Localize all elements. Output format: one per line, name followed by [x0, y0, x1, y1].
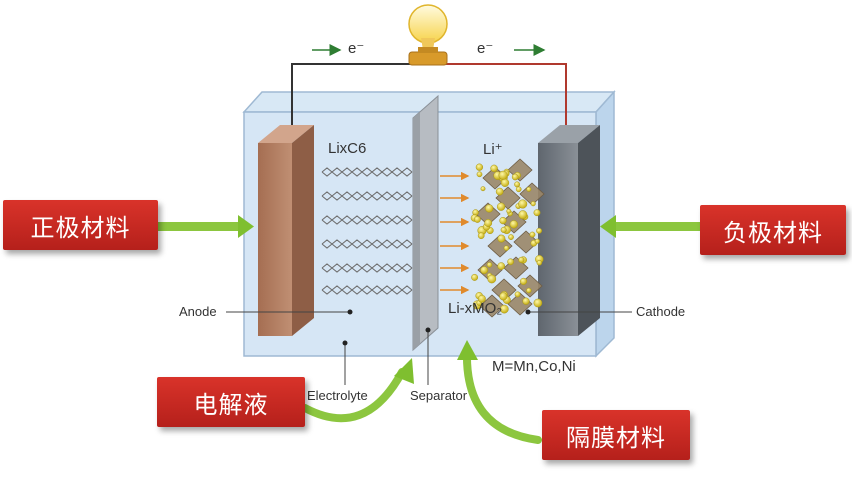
electrolyte-label: Electrolyte	[307, 388, 368, 403]
cathode-label: Cathode	[636, 304, 686, 319]
crystal-octahedron	[487, 234, 513, 258]
lithium-atom	[480, 186, 486, 192]
lithium-atom	[522, 297, 530, 305]
cathode-electrode	[538, 125, 600, 336]
li-xmo2-label: Li-xMO₂	[448, 300, 503, 317]
lithium-atom	[514, 291, 521, 298]
lixc6-label: LixC6	[328, 140, 367, 157]
wire-right	[446, 63, 567, 128]
anode-label: Anode	[179, 304, 217, 319]
crystal-octahedron	[479, 294, 505, 318]
lithium-atom	[473, 215, 481, 223]
lithium-atom	[475, 163, 484, 171]
graphite-layers	[321, 167, 413, 295]
lithium-atom	[530, 201, 536, 207]
lithium-atom	[529, 231, 536, 238]
separator-membrane	[412, 94, 439, 352]
negative-material-callout: 负极材料	[700, 205, 846, 255]
lithium-atom	[477, 232, 485, 240]
separator-material-callout: 隔膜材料	[542, 410, 690, 460]
lithium-atom	[518, 199, 528, 209]
green-arrow-right	[600, 215, 700, 238]
graphite-layer	[321, 215, 413, 225]
lithium-atom	[499, 292, 508, 301]
lithium-atom	[486, 262, 493, 268]
light-bulb-icon	[408, 4, 448, 66]
li-ion-arrows	[440, 171, 470, 295]
li-plus-label: Li⁺	[483, 141, 503, 158]
lithium-atom	[480, 266, 489, 275]
electrolyte-callout: 电解液	[157, 377, 305, 427]
electron-label-right: e⁻	[477, 40, 494, 57]
metal-formula-label: M=Mn,Co,Ni	[492, 358, 576, 375]
lithium-atom	[497, 234, 506, 243]
wire-left	[291, 63, 410, 128]
green-arrow-left	[158, 215, 254, 238]
lithium-atom	[484, 219, 493, 227]
separator-label: Separator	[410, 388, 468, 403]
lithium-atom	[511, 173, 519, 181]
lithium-atom	[500, 178, 510, 187]
lithium-atom	[471, 273, 479, 281]
lithium-atom	[533, 298, 543, 308]
positive-material-callout: 正极材料	[3, 200, 158, 250]
lithium-atom	[507, 258, 514, 266]
lithium-atom	[476, 171, 483, 178]
lithium-atom	[487, 274, 497, 284]
lithium-atom	[495, 187, 504, 196]
lithium-atom	[536, 260, 543, 266]
lithium-atom	[500, 226, 507, 233]
lithium-atom	[498, 170, 508, 180]
lithium-atom	[534, 238, 540, 244]
metal-oxide-crystal	[470, 158, 545, 318]
graphite-layer	[321, 167, 413, 177]
lithium-atom	[499, 216, 507, 225]
anode-electrode	[258, 125, 314, 336]
electron-label-left: e⁻	[348, 40, 365, 57]
lithium-atom	[506, 208, 512, 214]
lithium-atom	[518, 210, 528, 220]
graphite-layer	[321, 263, 413, 273]
lithium-atom	[514, 181, 521, 188]
lithium-atom	[496, 202, 506, 211]
lithium-atom	[499, 304, 509, 314]
lithium-atom	[485, 204, 494, 213]
graphite-layer	[321, 285, 413, 295]
lithium-atom	[497, 262, 506, 270]
green-arrow-electrolyte	[301, 358, 414, 423]
lithium-atom	[508, 234, 514, 240]
lithium-atom	[526, 186, 532, 192]
lithium-atom	[536, 227, 543, 234]
lithium-atom	[533, 209, 541, 217]
green-arrow-separator	[457, 340, 542, 444]
lithium-atom	[515, 186, 522, 193]
lithium-atom	[526, 287, 532, 294]
lithium-atom	[477, 294, 486, 303]
lithium-atom	[509, 220, 518, 229]
graphite-layer	[321, 191, 413, 201]
lithium-atom	[490, 164, 498, 173]
lithium-atom	[519, 277, 528, 285]
graphite-layer	[321, 239, 413, 249]
lithium-atom	[503, 245, 510, 251]
lithium-atom	[518, 256, 525, 263]
